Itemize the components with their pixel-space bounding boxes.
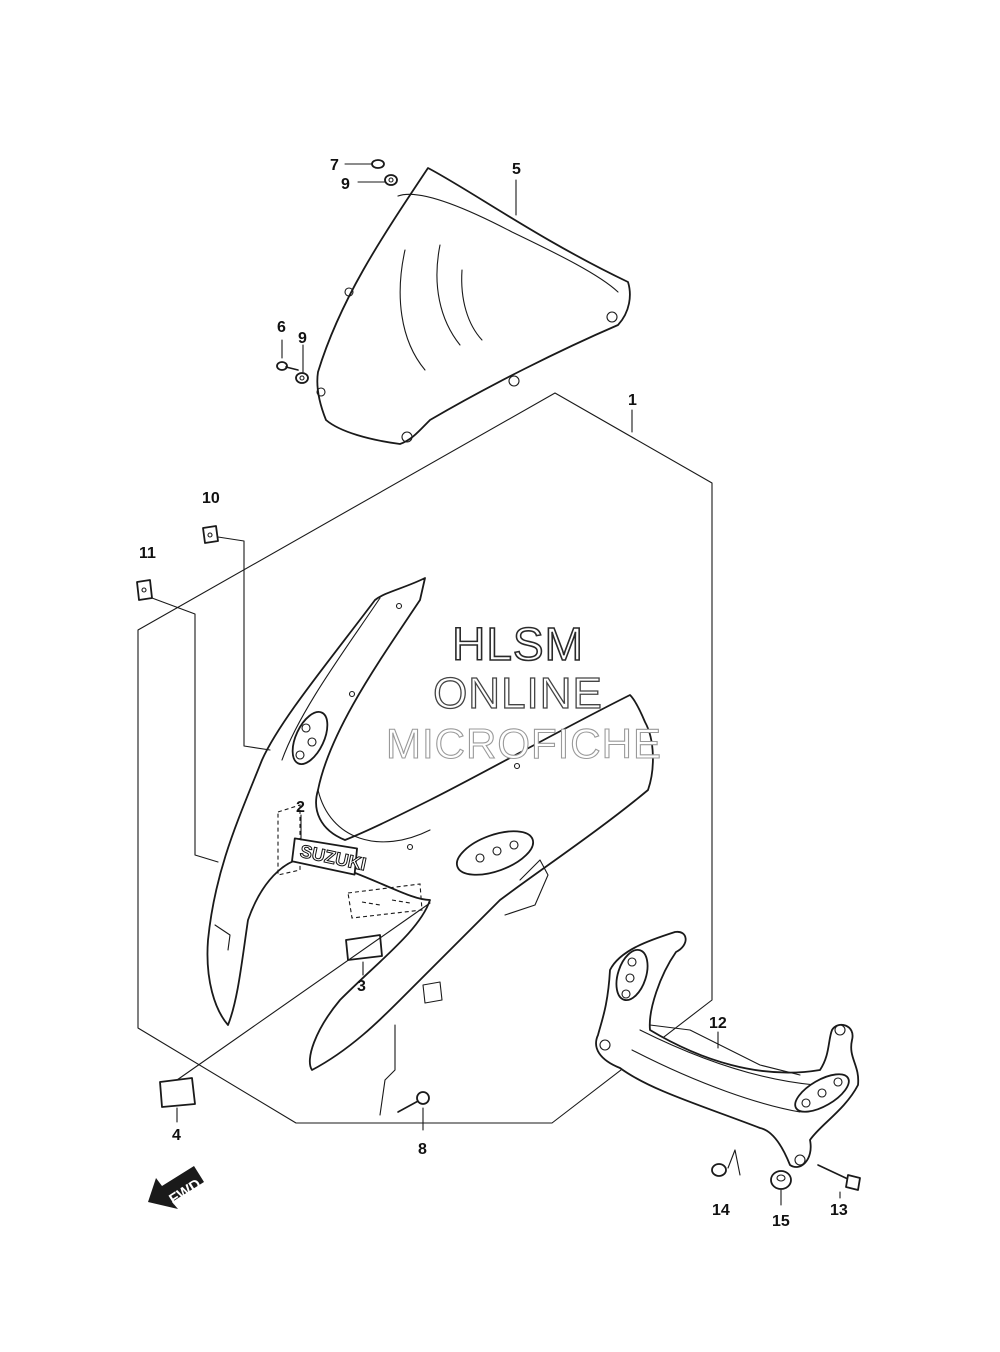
callout-6: 6 bbox=[277, 319, 286, 336]
pad-location bbox=[347, 883, 423, 919]
callout-11: 11 bbox=[139, 545, 156, 562]
cushion-15 bbox=[770, 1170, 792, 1206]
callout-12: 12 bbox=[709, 1015, 727, 1032]
callout-9-top: 9 bbox=[341, 176, 350, 193]
callout-10: 10 bbox=[202, 490, 220, 507]
pad-4 bbox=[159, 902, 431, 1123]
pad-3 bbox=[345, 934, 383, 976]
callout-7: 7 bbox=[330, 157, 339, 174]
callout-14: 14 bbox=[712, 1202, 730, 1219]
callout-4: 4 bbox=[172, 1127, 181, 1144]
nut-14 bbox=[711, 1149, 741, 1177]
callout-15: 15 bbox=[772, 1213, 790, 1230]
callout-5: 5 bbox=[512, 161, 521, 178]
upper-cowling bbox=[206, 577, 654, 1071]
screw-6 bbox=[276, 339, 299, 371]
bolt-13 bbox=[817, 1164, 861, 1199]
nut-9-side bbox=[295, 344, 309, 384]
screw-7 bbox=[344, 159, 385, 169]
callout-13: 13 bbox=[830, 1202, 848, 1219]
watermark: HLSM ONLINE MICROFICHE bbox=[385, 617, 662, 767]
callout-3: 3 bbox=[357, 978, 366, 995]
watermark-line3: MICROFICHE bbox=[386, 720, 662, 767]
nut-9-top bbox=[357, 174, 398, 186]
windscreen bbox=[316, 167, 631, 445]
assembly-outline bbox=[137, 392, 713, 1124]
callout-1: 1 bbox=[628, 392, 637, 409]
nut-11 bbox=[136, 579, 153, 601]
watermark-line1: HLSM bbox=[452, 618, 584, 670]
callout-8: 8 bbox=[418, 1141, 427, 1158]
callout-9-side: 9 bbox=[298, 330, 307, 347]
nut-10 bbox=[202, 525, 219, 544]
watermark-line2: ONLINE bbox=[433, 669, 603, 718]
fwd-arrow: FWD bbox=[148, 1166, 204, 1209]
screw-8 bbox=[379, 1024, 430, 1131]
cowling-brace bbox=[595, 931, 860, 1168]
callout-2: 2 bbox=[296, 799, 305, 816]
